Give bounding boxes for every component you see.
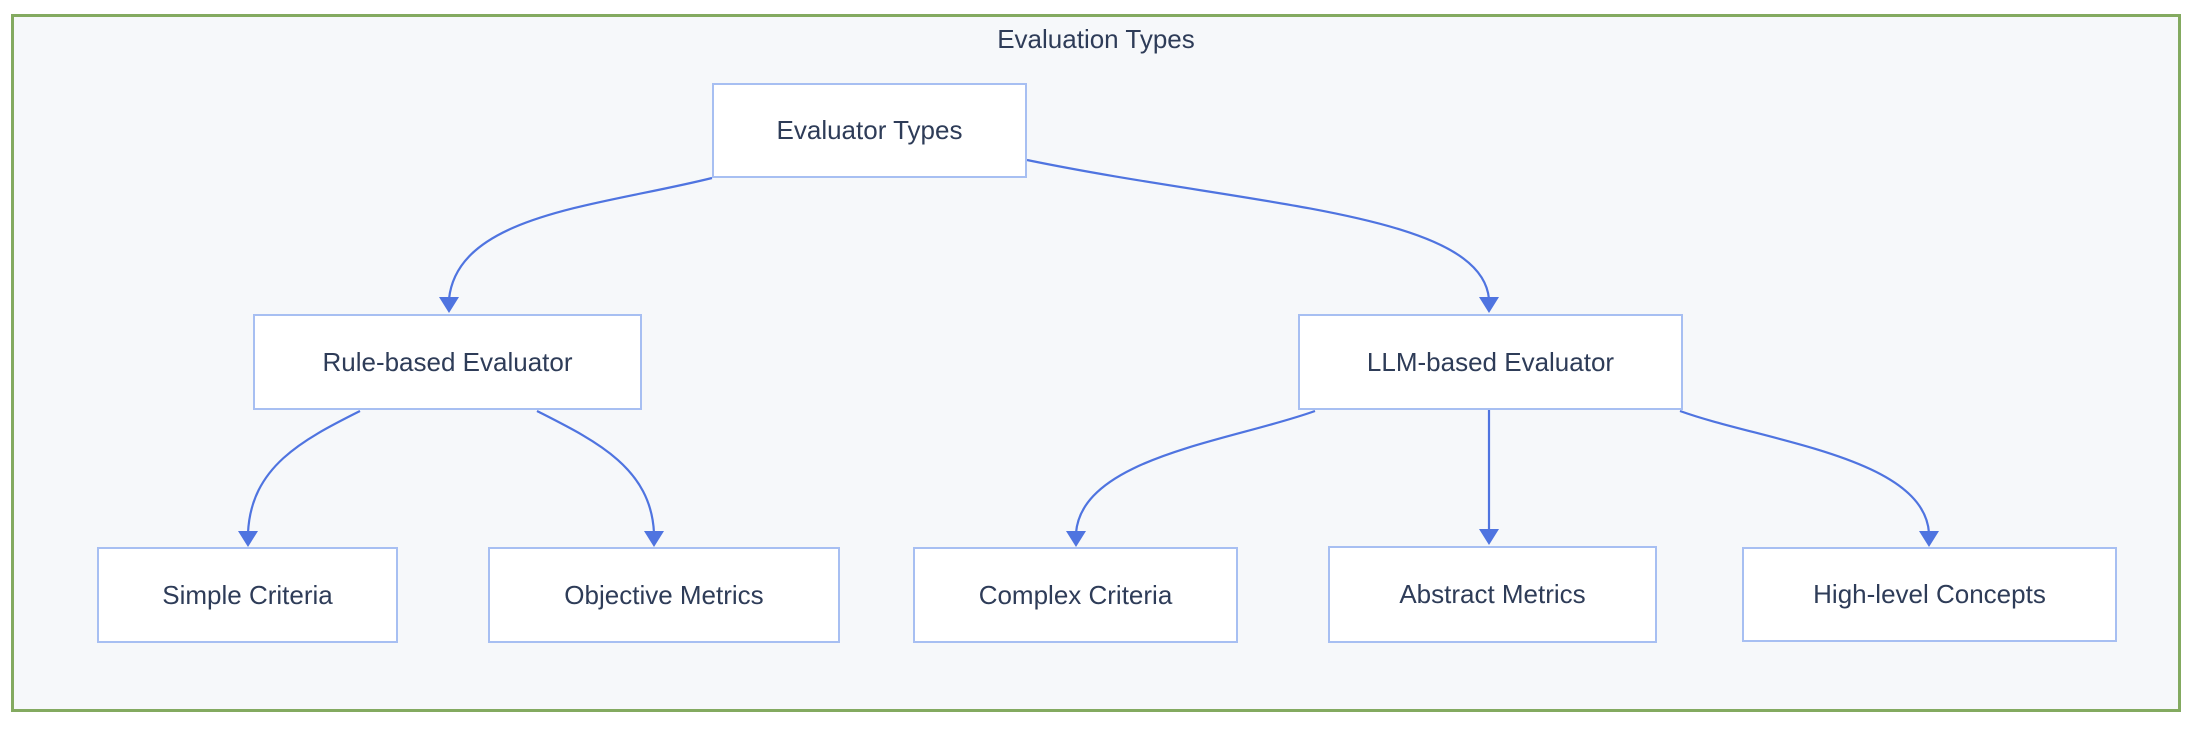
node-evaluator-types-label: Evaluator Types [776, 115, 963, 145]
node-rule-based-evaluator: Rule-based Evaluator [253, 314, 642, 410]
edge-evaluator-types-to-llm-based [1026, 158, 1499, 313]
node-high-level-concepts: High-level Concepts [1742, 547, 2117, 642]
node-objective-metrics-label: Objective Metrics [564, 579, 764, 610]
node-evaluator-types: Evaluator Types [712, 83, 1027, 178]
edge-evaluator-types-to-rule-based [439, 176, 713, 313]
edge-llm-based-to-abstract-metrics [1479, 410, 1499, 545]
node-high-level-concepts-label: High-level Concepts [1813, 579, 2046, 609]
edge-rule-based-to-objective-metrics [536, 410, 664, 547]
node-objective-metrics: Objective Metrics [488, 547, 840, 643]
node-complex-criteria-label: Complex Criteria [978, 579, 1173, 610]
node-llm-based-evaluator: LLM-based Evaluator [1298, 314, 1683, 410]
node-rule-based-evaluator-label: Rule-based Evaluator [322, 346, 573, 377]
edge-llm-based-to-high-level-concepts [1679, 409, 1939, 547]
edge-llm-based-to-complex-criteria [1066, 409, 1316, 547]
node-simple-criteria: Simple Criteria [97, 547, 398, 643]
node-abstract-metrics: Abstract Metrics [1328, 546, 1657, 643]
node-llm-based-evaluator-label: LLM-based Evaluator [1366, 346, 1615, 377]
node-simple-criteria-label: Simple Criteria [162, 579, 333, 610]
node-complex-criteria: Complex Criteria [913, 547, 1238, 643]
diagram-title: Evaluation Types [997, 24, 1195, 54]
node-abstract-metrics-label: Abstract Metrics [1399, 579, 1586, 609]
edge-rule-based-to-simple-criteria [238, 410, 361, 547]
